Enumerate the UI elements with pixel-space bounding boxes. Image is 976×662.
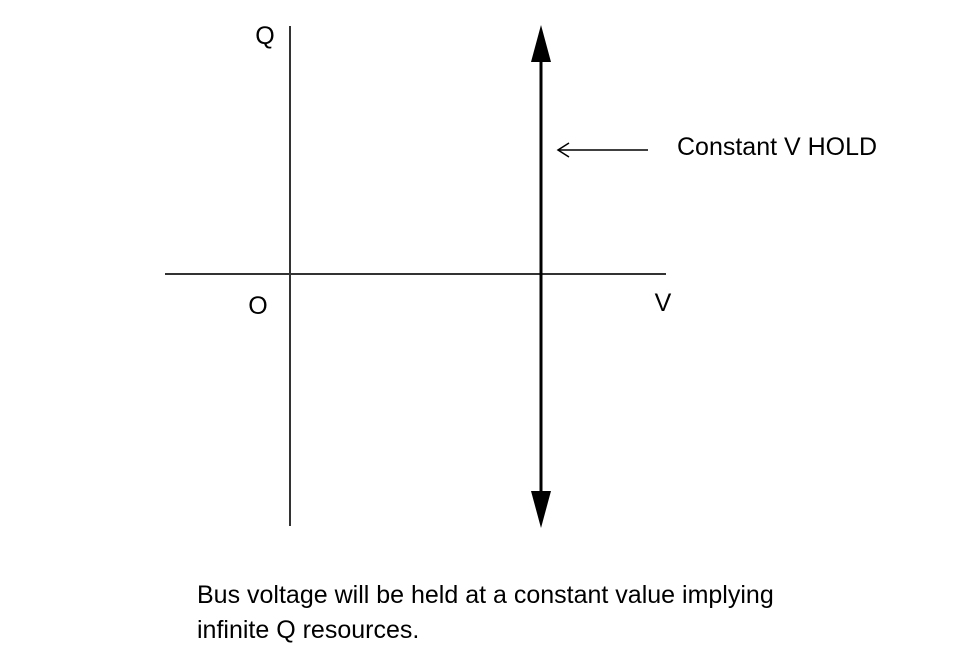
caption: Bus voltage will be held at a constant v…	[197, 578, 917, 648]
annotation-arrowhead-icon	[556, 142, 570, 158]
arrowhead-down-icon	[531, 491, 551, 528]
v-axis-label: V	[655, 289, 672, 317]
q-axis-label: Q	[255, 22, 274, 50]
annotation-label: Constant V HOLD	[677, 133, 877, 161]
arrowhead-up-icon	[531, 25, 551, 62]
origin-label: O	[248, 292, 267, 320]
caption-line-2: infinite Q resources.	[197, 616, 420, 644]
caption-line-1: Bus voltage will be held at a constant v…	[197, 581, 774, 609]
